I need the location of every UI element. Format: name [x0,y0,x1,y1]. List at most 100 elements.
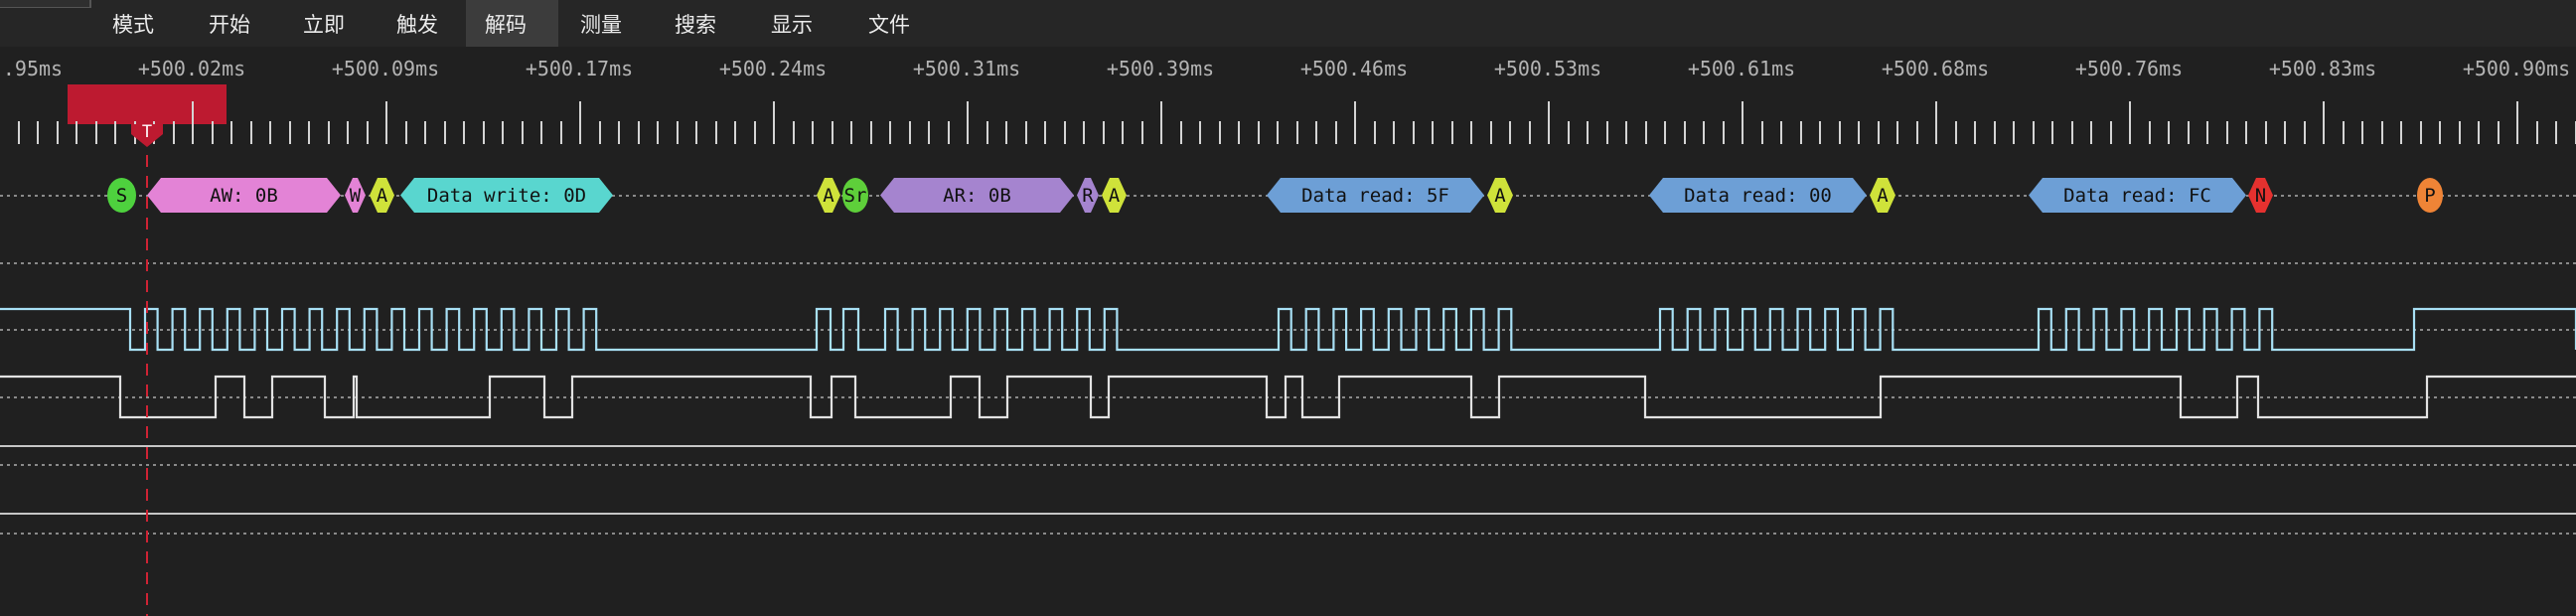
ruler-tick [889,121,891,144]
ruler-tick [521,121,524,144]
channel-ref-line [0,464,2576,466]
menu-item-label: 搜索 [675,13,716,37]
ruler-time-label: +500.68ms [1881,57,1990,80]
channel-ref-line [0,396,2576,398]
ruler-tick [2497,121,2500,144]
sda-trace [0,375,2576,419]
ruler-tick [424,121,426,144]
ruler-tick [1683,121,1686,144]
trigger-marker[interactable]: T [131,122,163,147]
time-ruler[interactable]: .95ms+500.02ms+500.09ms+500.17ms+500.24m… [0,47,2576,149]
ruler-tick [1587,121,1589,144]
menu-item-label: 触发 [396,13,438,37]
menu-item-measure[interactable]: 测量 [580,0,622,47]
ruler-tick [579,101,581,144]
menu-item-label: 测量 [580,13,622,37]
ruler-tick [1760,121,1763,144]
ruler-tick [2284,121,2286,144]
ruler-tick [404,121,407,144]
ruler-tick [812,121,814,144]
decoder-annotation: Sr [842,178,868,213]
ruler-tick [2013,121,2015,144]
ruler-tick [2148,121,2151,144]
ruler-tick [753,121,756,144]
ruler-tick [676,121,679,144]
flat-signal-line [0,445,2576,447]
menu-item-search[interactable]: 搜索 [675,0,716,47]
ruler-tick [502,121,504,144]
decoder-annotation: AW: 0B [147,178,341,213]
ruler-tick [1083,121,1085,144]
channel-ref-line [0,262,2576,264]
ruler-tick [2342,121,2345,144]
trigger-position-box[interactable] [68,84,227,124]
ruler-tick [2187,121,2190,144]
ruler-tick [17,121,20,144]
ruler-tick [1218,121,1221,144]
trigger-line [146,134,148,616]
ruler-tick [2225,121,2228,144]
menu-item-start[interactable]: 开始 [209,0,250,47]
ruler-tick [1140,121,1143,144]
ruler-tick [2090,121,2092,144]
ruler-tick [714,121,717,144]
ruler-tick [2535,121,2538,144]
menu-item-decode[interactable]: 解码 [485,0,527,47]
channel-ref-line [0,533,2576,535]
ruler-tick [1819,121,1821,144]
menu-item-trigger[interactable]: 触发 [396,0,438,47]
menu-item-immediate[interactable]: 立即 [303,0,345,47]
ruler-tick [1877,121,1880,144]
ruler-tick [2361,121,2363,144]
menu-item-label: 解码 [485,13,527,37]
menu-item-file[interactable]: 文件 [868,0,930,47]
ruler-tick [211,121,214,144]
ruler-tick [1122,121,1124,144]
ruler-tick [482,121,485,144]
ruler-tick [1838,121,1841,144]
decoder-annotation: W [345,178,366,213]
ruler-tick [1799,121,1802,144]
ruler-time-label: +500.39ms [1106,57,1215,80]
ruler-tick [2032,121,2035,144]
trigger-flag-point [131,134,163,147]
ruler-tick [1993,121,1996,144]
ruler-time-label: +500.31ms [912,57,1021,80]
ruler-tick [1625,121,1627,144]
decoder-annotation: Data write: 0D [400,178,613,213]
ruler-tick [463,121,465,144]
ruler-tick [1605,121,1608,144]
ruler-time-label: +500.09ms [331,57,440,80]
menu-item-label: 立即 [303,13,345,37]
menu-item-mode[interactable]: 模式 [112,0,174,47]
ruler-tick [773,101,775,144]
trigger-flag-body [131,124,163,134]
ruler-tick [1915,121,1918,144]
menu-item-label: 模式 [112,13,154,37]
menu-item-display[interactable]: 显示 [771,0,833,47]
scl-trace [0,307,2576,352]
ruler-tick [1393,121,1395,144]
ruler-tick [1315,121,1317,144]
ruler-tick [850,121,852,144]
ruler-tick [269,121,271,144]
ruler-tick [2070,121,2073,144]
ruler-tick [2419,121,2422,144]
ruler-tick [249,121,252,144]
ruler-tick [385,101,387,144]
ruler-tick [559,121,562,144]
ruler-tick [657,121,659,144]
ruler-time-label: .95ms [2,57,64,80]
ruler-tick [869,121,872,144]
ruler-tick [1509,121,1511,144]
ruler-tick [2051,121,2053,144]
ruler-tick [114,121,116,144]
ruler-time-label: +500.24ms [718,57,828,80]
ruler-tick [618,121,620,144]
active-menu-highlight [466,0,558,47]
ruler-tick [37,121,39,144]
menu-item-label: 显示 [771,13,813,37]
ruler-tick [1742,101,1743,144]
